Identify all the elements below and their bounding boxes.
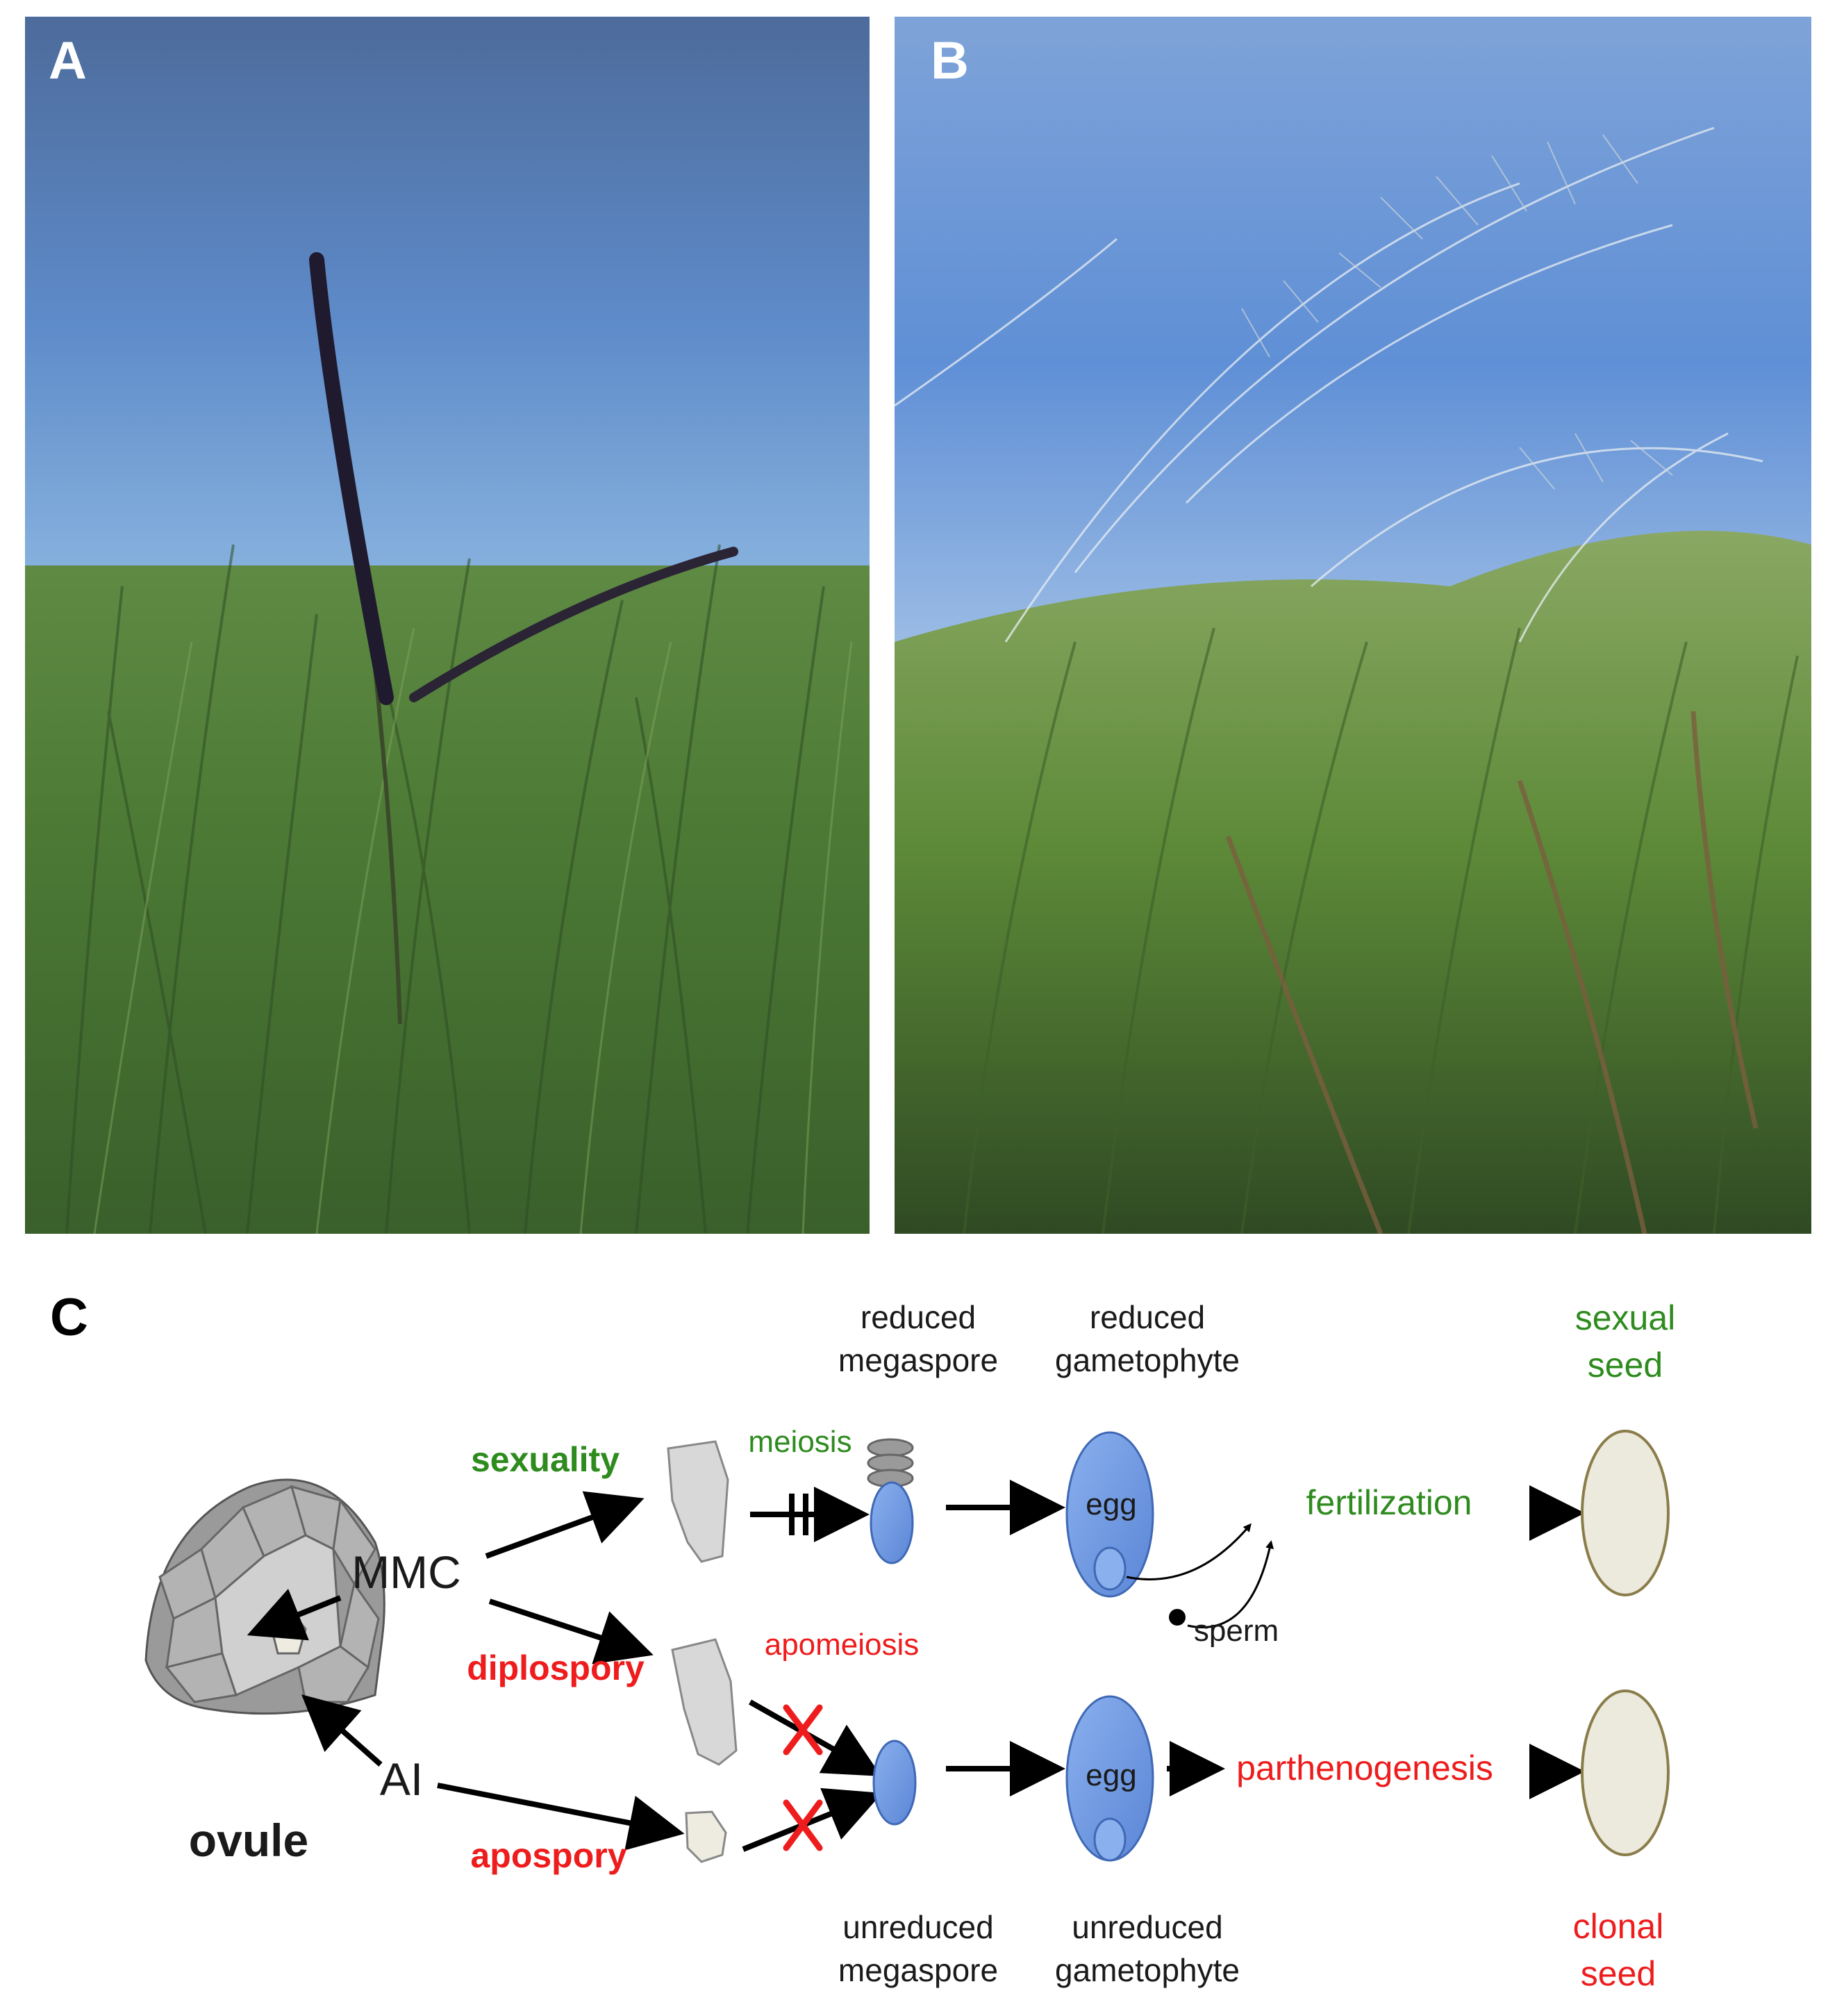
degenerate-megaspore-2 xyxy=(867,1453,914,1473)
diagram-canvas: C reduced megaspore reduced gametophyte … xyxy=(50,1288,1676,1993)
header-unreduced-gametophyte-line1: unreduced xyxy=(1072,1909,1222,1945)
arrow-mmc-sexuality xyxy=(485,1491,645,1559)
panel-label-c: C xyxy=(50,1288,88,1347)
arrow-sperm-to-fertilization xyxy=(1187,1540,1274,1628)
header-reduced-megaspore-line1: reduced xyxy=(861,1299,976,1335)
red-x-diplospory xyxy=(783,1704,823,1755)
sperm-label: sperm xyxy=(1194,1614,1279,1648)
sexual-seed-shape xyxy=(1581,1430,1670,1596)
mmc-label: MMC xyxy=(351,1546,461,1598)
sperm-dot xyxy=(1169,1609,1186,1626)
photo-panel-b: B xyxy=(895,17,1811,1234)
egg-cell-bottom xyxy=(1093,1817,1127,1862)
meiosis-label: meiosis xyxy=(748,1425,851,1459)
grass-field-photo-b xyxy=(895,17,1811,1234)
header-reduced-gametophyte-line2: gametophyte xyxy=(1055,1342,1240,1378)
arrow-mmc-to-ovule xyxy=(247,1589,342,1641)
mmc-cell-diplospory xyxy=(671,1638,738,1766)
photo-panel-a: A xyxy=(25,17,870,1234)
apospory-label: apospory xyxy=(470,1836,626,1875)
arrow-ai-to-ovule xyxy=(301,1694,383,1767)
egg-label-bottom: egg xyxy=(1086,1758,1136,1792)
ovule-shape xyxy=(144,1478,385,1715)
apomixis-diagram: C reduced megaspore reduced gametophyte … xyxy=(0,1250,1828,2016)
header-unreduced-gametophyte-line2: gametophyte xyxy=(1055,1952,1240,1988)
diplospory-label: diplospory xyxy=(467,1649,645,1687)
egg-label-top: egg xyxy=(1086,1487,1136,1521)
reduced-megaspore-cell xyxy=(870,1481,914,1564)
arrow-egg-to-fertilization xyxy=(1126,1523,1252,1580)
header-unreduced-megaspore-line1: unreduced xyxy=(842,1909,993,1945)
aposporous-initial-cell xyxy=(685,1810,727,1863)
clonal-seed-shape xyxy=(1581,1689,1670,1856)
fertilization-label: fertilization xyxy=(1306,1483,1472,1522)
apomeiosis-label: apomeiosis xyxy=(765,1628,920,1662)
parthenogenesis-label: parthenogenesis xyxy=(1236,1749,1493,1787)
panel-label-a: A xyxy=(49,31,87,90)
reduced-gametophyte-cell xyxy=(1065,1431,1154,1598)
grass-field-photo-a xyxy=(25,17,870,1234)
header-unreduced-megaspore-line2: megaspore xyxy=(838,1952,998,1988)
arrow-mmc-diplospory xyxy=(488,1598,654,1664)
ovule-label: ovule xyxy=(189,1815,308,1866)
header-sexual-seed-line1: sexual xyxy=(1575,1298,1676,1337)
header-clonal-seed-line1: clonal xyxy=(1573,1907,1664,1946)
header-clonal-seed-line2: seed xyxy=(1581,1954,1656,1993)
egg-cell-top xyxy=(1093,1546,1127,1591)
panel-label-b: B xyxy=(931,31,969,90)
sexuality-label: sexuality xyxy=(471,1440,620,1479)
arrow-ai-apospory xyxy=(437,1783,685,1851)
degenerate-megaspore-1 xyxy=(867,1438,914,1457)
unreduced-megaspore-cell xyxy=(872,1740,917,1826)
mmc-cell-sexual xyxy=(667,1440,729,1563)
header-reduced-gametophyte-line1: reduced xyxy=(1090,1299,1205,1335)
header-sexual-seed-line2: seed xyxy=(1588,1346,1663,1385)
ai-label: AI xyxy=(380,1753,423,1805)
header-reduced-megaspore-line2: megaspore xyxy=(838,1342,998,1378)
red-x-apospory xyxy=(783,1799,823,1851)
